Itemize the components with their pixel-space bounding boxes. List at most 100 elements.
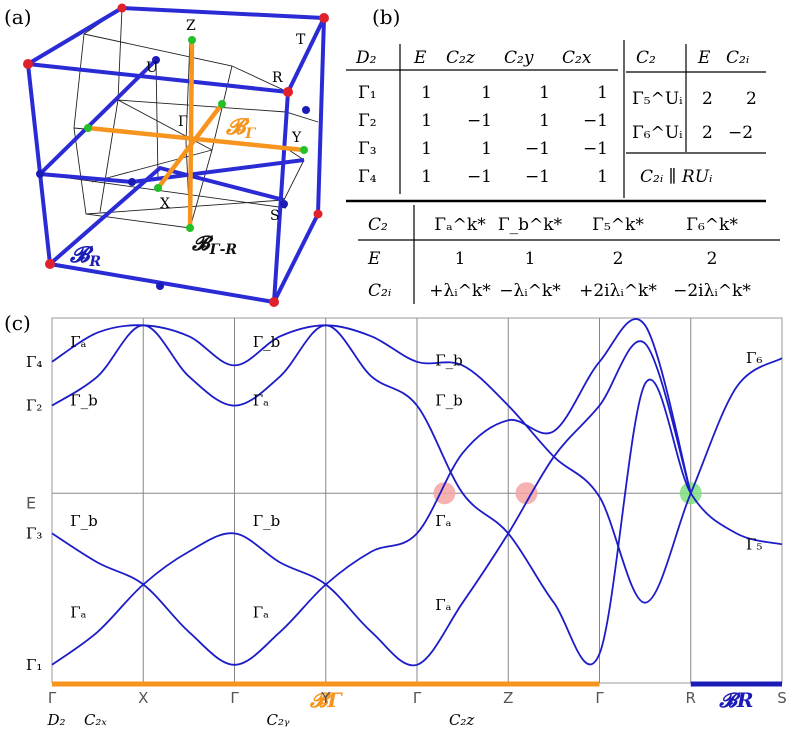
right-edge-irrep-label: Γ₅ — [746, 535, 762, 553]
character-cell: 1 — [421, 167, 432, 187]
table3-header-cell: Γ_b^k* — [498, 215, 563, 235]
band-line-3 — [51, 318, 692, 666]
x-tick-label: Γ — [413, 689, 422, 707]
character-cell: 1 — [539, 83, 550, 103]
y-axis-label: E — [26, 494, 36, 513]
table-c2-u: C₂ E C₂ᵢ Γ₅^Uᵢ 2 2 Γ₆^Uᵢ 2 −2 C₂ᵢ ∥ RUᵢ — [623, 40, 766, 198]
t2-row2-c2i: −2 — [728, 123, 753, 143]
x-tick-label: Z — [503, 689, 513, 707]
band-line-4 — [51, 340, 692, 667]
point-label-r: R — [272, 70, 283, 86]
th2-e: E — [697, 48, 711, 68]
t2-row2-e: 2 — [702, 123, 713, 143]
band-irrep-label: Γ_b — [70, 392, 98, 410]
t2-footer: C₂ᵢ ∥ RUᵢ — [640, 167, 712, 187]
band-irrep-label: Γₐ — [253, 392, 269, 410]
irrep-label: Γ₃ — [358, 139, 377, 159]
band-irrep-label: Γ_b — [70, 512, 98, 530]
irrep-label: Γ₄ — [358, 167, 377, 187]
panel-b-label: (b) — [372, 5, 400, 29]
th2-c2: C₂ — [636, 48, 656, 68]
character-cell: −1 — [583, 139, 608, 159]
point-label-gamma: Γ — [178, 114, 188, 130]
symmetry-group-label: D₂ — [46, 711, 65, 729]
cube-point-labels: Z T U R Γ Y X S — [146, 18, 306, 224]
subspace-segment-label: 𝓑R — [718, 688, 753, 712]
table3-cell: +λᵢ^k* — [429, 281, 491, 301]
character-cell: 1 — [597, 83, 608, 103]
band-line-2 — [51, 324, 783, 665]
th2-c2i: C₂ᵢ — [726, 48, 749, 68]
degeneracy-highlight — [433, 482, 456, 505]
left-edge-irrep-label: Γ₄ — [26, 353, 42, 371]
subspace-segment-label: 𝓑Γ — [309, 688, 344, 712]
cube-orange-lines — [87, 39, 305, 229]
point-label-y: Y — [291, 130, 302, 146]
point-label-x: X — [160, 196, 170, 212]
band-irrep-label: Γ_b — [253, 512, 281, 530]
left-edge-irrep-label: Γ₃ — [26, 524, 42, 542]
point-label-z: Z — [186, 18, 196, 34]
character-cell: 1 — [539, 111, 550, 131]
left-edge-irrep-label: Γ₁ — [26, 656, 42, 674]
character-cell: 1 — [597, 167, 608, 187]
label-b-gamma: 𝓑Γ — [225, 114, 256, 142]
table3-cell: 2 — [707, 249, 718, 269]
label-b-gamma-r: 𝓑Γ-R — [191, 231, 237, 258]
table3-header-cell: C₂ — [368, 215, 388, 235]
band-irrep-label: Γₐ — [70, 603, 86, 621]
panel-a-label: (a) — [4, 5, 32, 29]
band-irrep-label: Γₐ — [435, 596, 451, 614]
character-cell: 1 — [421, 83, 432, 103]
x-tick-label: Γ — [230, 689, 239, 707]
t2-row1-label: Γ₅^Uᵢ — [632, 89, 683, 109]
character-cell: 1 — [421, 111, 432, 131]
x-tick-label: S — [777, 689, 787, 707]
irrep-label: Γ₂ — [358, 111, 377, 131]
table3-header-cell: Γₐ^k* — [434, 215, 486, 235]
left-edge-irrep-label: Γ₂ — [26, 397, 42, 415]
panel-c-label: (c) — [4, 311, 31, 335]
x-tick-label: Γ — [595, 689, 604, 707]
character-cell: 1 — [481, 83, 492, 103]
character-cell: −1 — [525, 139, 550, 159]
th-c2z: C₂z — [446, 48, 476, 68]
x-tick-label: Y — [320, 689, 331, 707]
label-b-r: 𝓑R — [69, 242, 101, 270]
table3-cell: 2 — [613, 249, 624, 269]
point-label-s: S — [270, 208, 280, 224]
x-tick-label: R — [686, 689, 696, 707]
cube-points — [23, 3, 329, 307]
band-irrep-label: Γₐ — [70, 333, 86, 351]
character-cell: −1 — [467, 167, 492, 187]
band-irrep-label: Γₐ — [253, 603, 269, 621]
t2-row1-e: 2 — [702, 89, 713, 109]
band-irrep-label: Γ_b — [435, 392, 463, 410]
character-cell: −1 — [467, 111, 492, 131]
band-irrep-label: Γ_b — [253, 333, 281, 351]
th-c2x: C₂x — [562, 48, 592, 68]
cube-diagram: Z T U R Γ Y X S 𝓑Γ 𝓑Γ-R 𝓑R — [23, 3, 329, 307]
th-d2: D₂ — [355, 48, 377, 68]
table3-header-cell: Γ₆^k* — [686, 215, 738, 235]
x-tick-label: Γ — [48, 689, 57, 707]
degeneracy-highlight — [515, 482, 538, 505]
band-line-1 — [51, 324, 783, 604]
table3-cell: E — [367, 249, 381, 269]
th-e: E — [413, 48, 427, 68]
point-label-t: T — [296, 32, 306, 48]
band-irrep-label: Γₐ — [435, 512, 451, 530]
irrep-label: Γ₁ — [358, 83, 377, 103]
table-d2-header: D₂ E C₂z C₂y C₂x — [355, 48, 592, 68]
character-cell: −1 — [583, 111, 608, 131]
table3-cell: −λᵢ^k* — [499, 281, 561, 301]
table3-cell: −2iλᵢ^k* — [673, 281, 751, 301]
t2-row2-label: Γ₆^Uᵢ — [632, 123, 683, 143]
t2-row1-c2i: 2 — [746, 89, 757, 109]
table3-cell: C₂ᵢ — [368, 281, 391, 301]
symmetry-group-label: C₂ᵧ — [266, 711, 289, 729]
